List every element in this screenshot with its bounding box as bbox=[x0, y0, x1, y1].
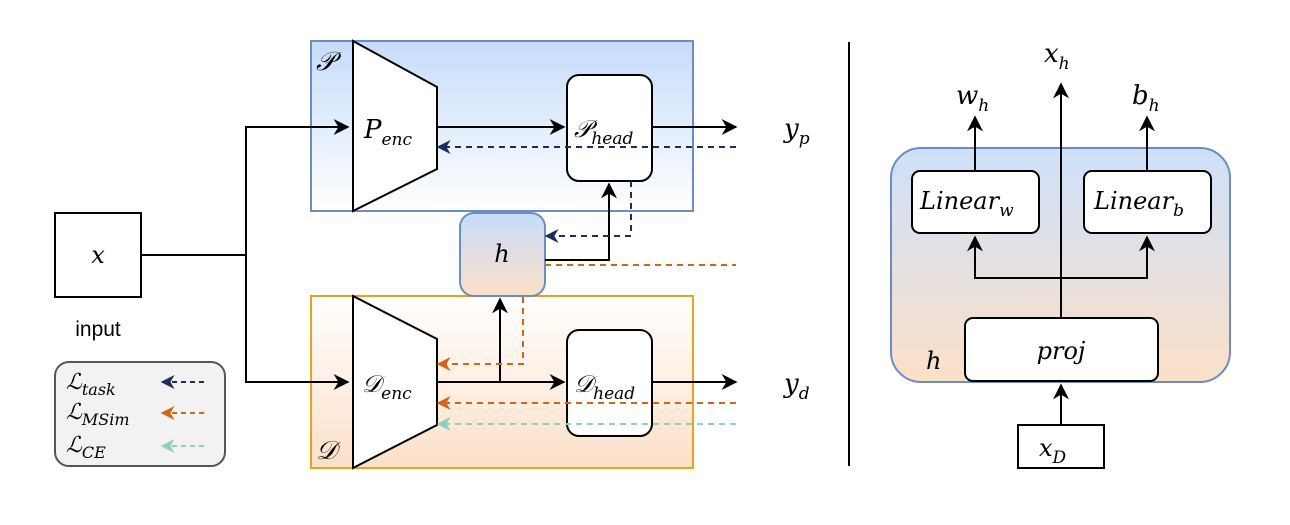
d-head-label: 𝒟head bbox=[574, 370, 635, 404]
p-enc-node bbox=[352, 39, 438, 213]
h-node bbox=[459, 212, 546, 297]
legend-item-task: ℒtask bbox=[66, 370, 204, 399]
linear-b-label: Linearb bbox=[1093, 187, 1184, 221]
svg-text:ℒMSim: ℒMSim bbox=[66, 400, 130, 429]
legend-item-ce: ℒCE bbox=[66, 433, 204, 462]
input-node-label: x bbox=[91, 241, 105, 269]
msim-h-to-denc bbox=[436, 297, 524, 371]
p-enc-label: Penc bbox=[363, 115, 413, 150]
h-module-label: h bbox=[926, 347, 941, 375]
input-to-penc bbox=[245, 119, 350, 255]
legend-box bbox=[54, 361, 226, 467]
h-to-phead bbox=[545, 182, 617, 261]
input-to-denc bbox=[245, 255, 350, 390]
xh-label: xh bbox=[1044, 39, 1070, 74]
svg-text:ℒCE: ℒCE bbox=[66, 433, 106, 462]
legend-item-msim: ℒMSim bbox=[66, 400, 204, 429]
bh-label: bh bbox=[1132, 81, 1160, 116]
yp-label: yp bbox=[783, 114, 810, 149]
branch-to-linear-b bbox=[1061, 235, 1155, 279]
wh-label: wh bbox=[956, 81, 989, 116]
svg-text:ℒtask: ℒtask bbox=[66, 370, 116, 399]
h-node-label: h bbox=[494, 240, 509, 268]
input-caption: input bbox=[75, 318, 121, 341]
yd-label: yd bbox=[783, 369, 810, 404]
branch-to-linear-w bbox=[967, 235, 1061, 279]
proj-label: proj bbox=[1037, 337, 1086, 365]
xd-label: xD bbox=[1039, 434, 1067, 468]
linear-w-label: Linearw bbox=[919, 187, 1014, 221]
xd-node bbox=[1017, 424, 1105, 469]
task-loss-to-h bbox=[544, 181, 632, 243]
